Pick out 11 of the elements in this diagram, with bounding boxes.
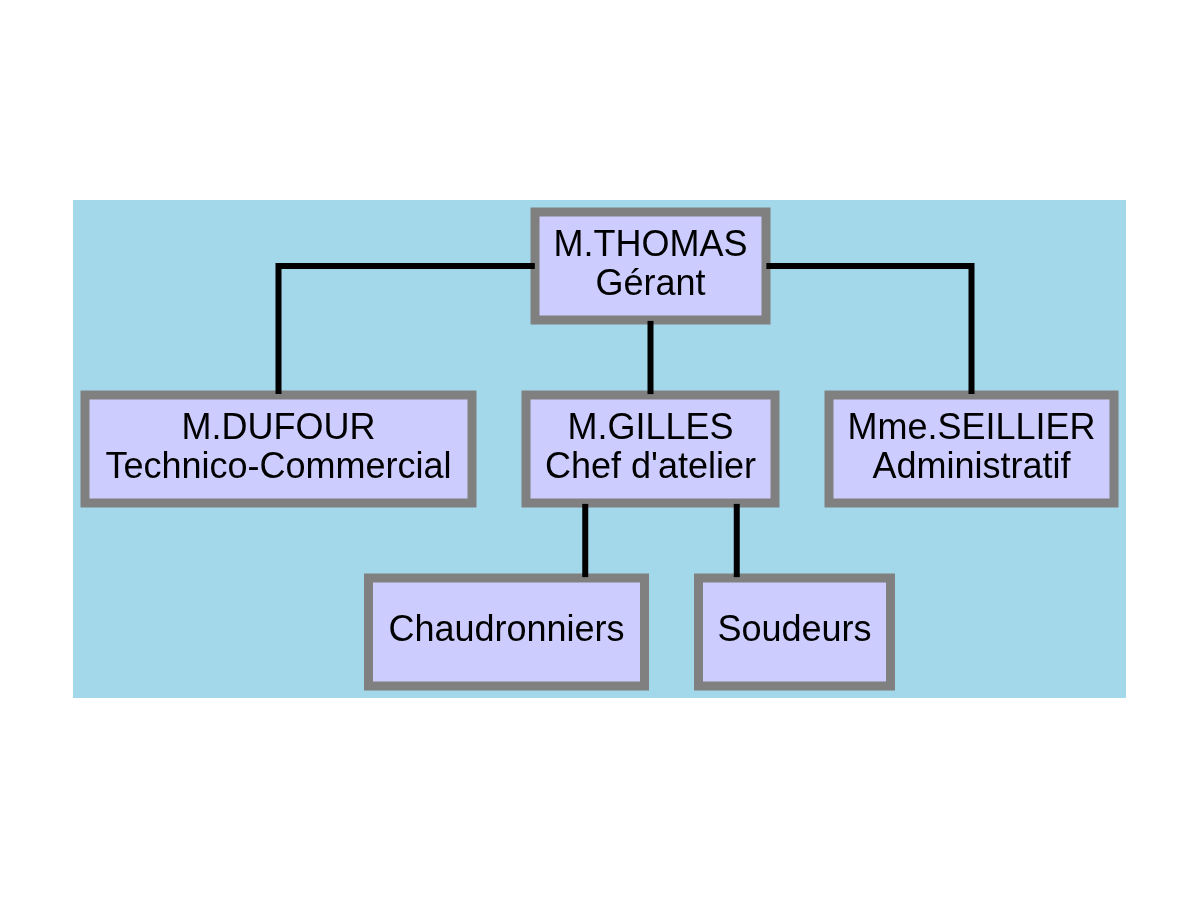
node-box: M.GILLES Chef d'atelier [521, 390, 779, 508]
connector [733, 503, 740, 578]
connector [765, 263, 974, 395]
connector [647, 320, 653, 395]
node-box: Soudeurs [693, 573, 895, 691]
node-box: Chaudronniers [363, 573, 649, 691]
connector [581, 503, 588, 578]
node-box: M.DUFOUR Technico-Commercial [80, 390, 476, 508]
node-box: Mme.SEILLIER Administratif [824, 390, 1118, 508]
node-box: M.THOMAS Gérant [530, 207, 770, 325]
connector [275, 263, 535, 395]
